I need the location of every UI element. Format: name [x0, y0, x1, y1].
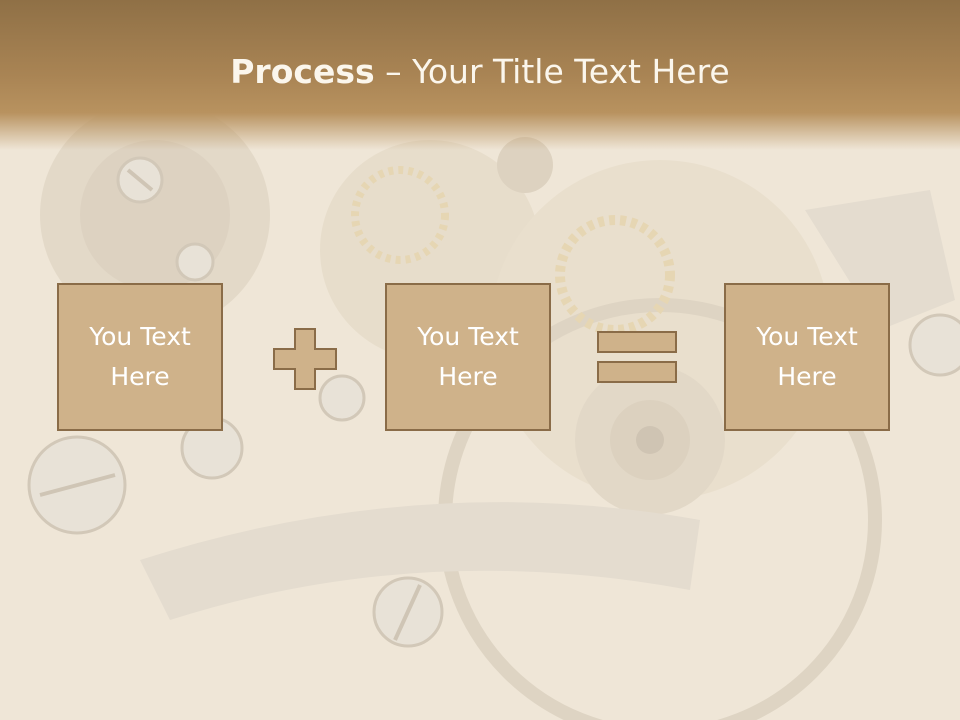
page-title: Process – Your Title Text Here — [0, 52, 960, 91]
process-box-3-text: You Text Here — [756, 322, 858, 391]
process-box-1[interactable]: You Text Here — [57, 283, 223, 431]
process-box-2[interactable]: You Text Here — [385, 283, 551, 431]
title-band — [0, 0, 960, 150]
plus-icon — [273, 328, 337, 390]
title-bold-word: Process — [230, 52, 375, 91]
process-box-2-text: You Text Here — [417, 322, 519, 391]
equals-icon — [597, 331, 677, 383]
process-box-1-text: You Text Here — [89, 322, 191, 391]
title-dash: – — [374, 52, 413, 91]
title-rest: Your Title Text Here — [412, 52, 730, 91]
process-box-3[interactable]: You Text Here — [724, 283, 890, 431]
